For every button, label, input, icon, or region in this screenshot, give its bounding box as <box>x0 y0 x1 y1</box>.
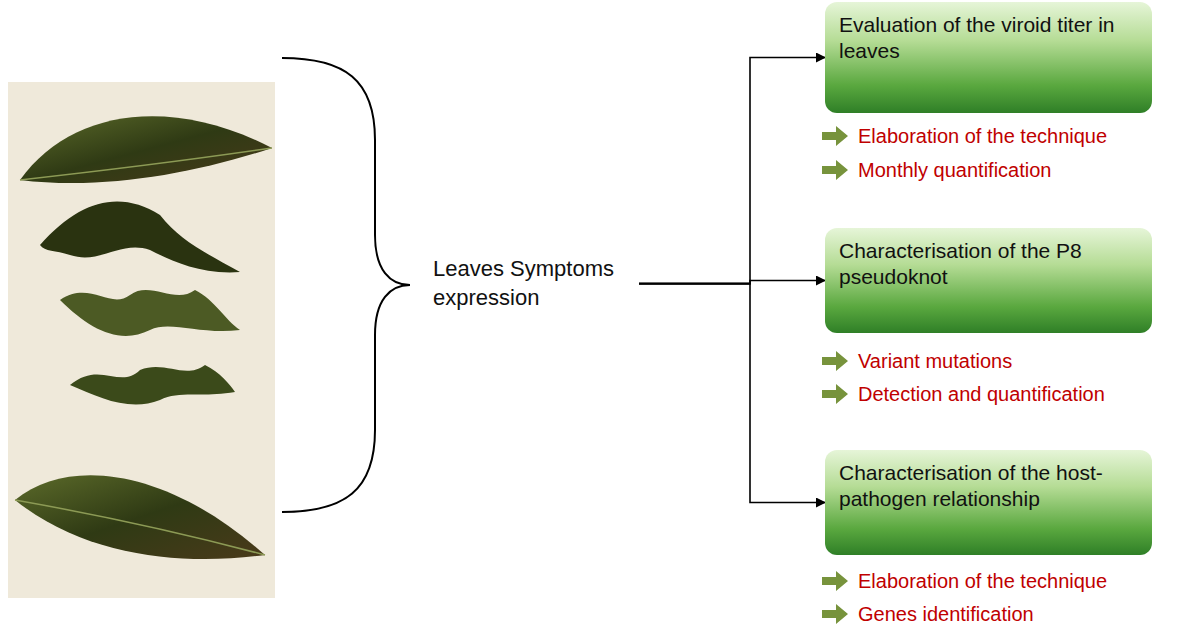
bullet-text: Variant mutations <box>858 349 1012 373</box>
bullet-text: Detection and quantification <box>858 382 1105 406</box>
bullet-text: Elaboration of the technique <box>858 569 1107 593</box>
bullet-text: Elaboration of the technique <box>858 124 1107 148</box>
node-text: Evaluation of the viroid titer in leaves <box>839 12 1138 63</box>
process-box: Characterisation of the P8 pseudoknot <box>825 228 1152 333</box>
node-text: Leaves Symptoms expression <box>433 255 633 312</box>
node-text: Characterisation of the P8 pseudoknot <box>839 238 1138 289</box>
node-text: Characterisation of the host-pathogen re… <box>839 460 1138 511</box>
connector-arrow <box>639 284 825 503</box>
connector-arrow <box>639 58 825 284</box>
bullet-text: Genes identification <box>858 602 1034 626</box>
leaf-photo <box>8 82 275 598</box>
stage-text: Leaves Symptoms expression <box>433 255 633 312</box>
process-box: Evaluation of the viroid titer in leaves <box>825 2 1152 113</box>
process-box: Characterisation of the host-pathogen re… <box>825 450 1152 555</box>
curly-brace <box>282 58 410 512</box>
bullet-text: Monthly quantification <box>858 158 1051 182</box>
